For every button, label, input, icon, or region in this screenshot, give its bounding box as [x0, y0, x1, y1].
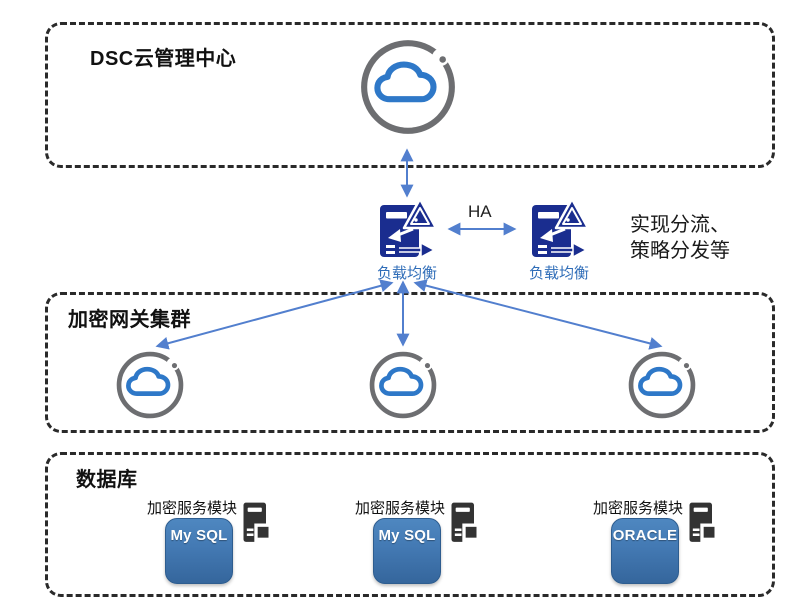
load-balancer-2-label: 负载均衡 — [528, 265, 589, 282]
load-balancer-1-label: 负载均衡 — [376, 265, 437, 282]
load-balancer-1: 负载均衡 — [372, 198, 442, 283]
cloud-icon — [628, 351, 696, 419]
encryption-module-label: 加密服务模块 — [593, 500, 684, 517]
section-title-dsc-cloud-management: DSC云管理中心 — [90, 48, 237, 70]
section-title-database: 数据库 — [76, 469, 138, 491]
arrow-lb-to-gateway-left — [155, 279, 394, 350]
section-box-database — [45, 452, 775, 597]
db-box-mysql-2: My SQL — [373, 518, 441, 584]
server-tower-icon — [451, 502, 479, 546]
arrow-lb-to-gateway-right — [413, 279, 663, 350]
db-name: ORACLE — [612, 527, 678, 544]
side-note: 实现分流、 策略分发等 — [630, 212, 730, 264]
encryption-module-label: 加密服务模块 — [147, 500, 238, 517]
load-balancer-2: 负载均衡 — [524, 198, 594, 283]
section-title-gateway-cluster: 加密网关集群 — [68, 309, 191, 331]
db-box-oracle: ORACLE — [611, 518, 679, 584]
cloud-gateway-3-icon — [626, 349, 698, 426]
encryption-module-label: 加密服务模块 — [355, 500, 446, 517]
side-note-line2: 策略分发等 — [630, 240, 730, 262]
db-name: My SQL — [378, 527, 436, 544]
db-group-2: 加密服务模块 My SQL — [355, 497, 495, 592]
db-box-mysql-1: My SQL — [165, 518, 233, 584]
db-group-3: 加密服务模块 ORACLE — [593, 497, 733, 592]
load-balancer-icon — [380, 198, 437, 259]
db-group-1: 加密服务模块 My SQL — [147, 497, 287, 592]
cloud-icon — [361, 40, 455, 134]
server-tower-icon — [243, 502, 271, 546]
cloud-gateway-2-icon — [367, 349, 439, 426]
cloud-gateway-1-icon — [114, 349, 186, 426]
cloud-icon — [369, 351, 437, 419]
load-balancer-icon — [532, 198, 589, 259]
side-note-line1: 实现分流、 — [630, 214, 730, 236]
section-box-gateway-cluster — [45, 292, 775, 433]
ha-label: HA — [468, 202, 492, 221]
cloud-icon — [116, 351, 184, 419]
db-name: My SQL — [170, 527, 228, 544]
cloud-management-icon — [357, 36, 459, 143]
server-tower-icon — [689, 502, 717, 546]
